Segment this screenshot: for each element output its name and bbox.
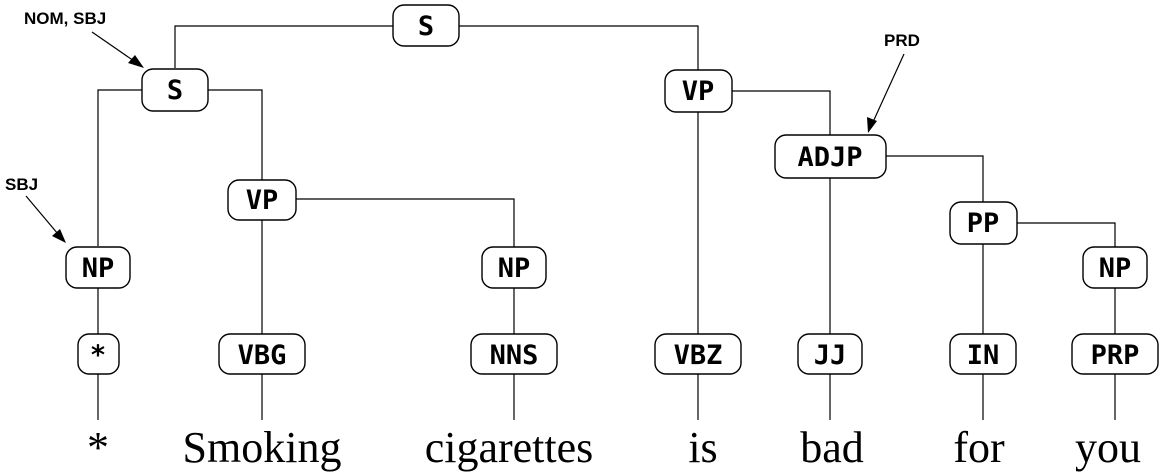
node-label: PP <box>967 208 1000 239</box>
word-for: for <box>953 423 1005 472</box>
node-vp-main: VP <box>664 69 733 113</box>
node-np-subj: NP <box>65 246 131 289</box>
word-cigarettes: cigarettes <box>425 423 594 472</box>
edge-adjp-to-pp <box>886 155 984 202</box>
node-label: NP <box>498 253 531 284</box>
word-star: * <box>87 423 109 472</box>
node-in: IN <box>949 333 1017 375</box>
node-label: * <box>90 340 106 371</box>
func-label-sbj: SBJ <box>5 175 38 194</box>
node-label: ADJP <box>797 142 862 173</box>
edge-s-root-to-s-sub <box>174 25 393 68</box>
node-adjp: ADJP <box>774 134 887 179</box>
tree-edges <box>97 25 1116 420</box>
node-label: IN <box>967 340 1000 371</box>
arrowhead-sbj <box>52 229 66 243</box>
node-s-root: S <box>392 4 460 47</box>
node-label: NNS <box>490 340 539 371</box>
arrowhead-prd <box>867 117 877 133</box>
node-star-tag: * <box>77 333 120 375</box>
node-s-sub: S <box>141 68 209 112</box>
arrow-prd <box>872 53 905 123</box>
node-label: VBZ <box>674 340 723 371</box>
node-nns: NNS <box>470 333 558 375</box>
node-label: NP <box>1099 253 1132 284</box>
node-label: NP <box>82 253 115 284</box>
node-label: S <box>167 75 183 106</box>
arrow-sbj <box>25 195 59 235</box>
word-you: you <box>1075 423 1141 472</box>
edge-pp-to-np-you <box>1017 222 1116 247</box>
node-vp-smoking: VP <box>227 179 297 221</box>
edge-s-sub-to-np-subj <box>97 89 142 246</box>
edge-s-root-to-vp-main <box>459 25 699 70</box>
word-is: is <box>688 423 717 472</box>
function-annotations: NOM, SBJ SBJ PRD <box>5 9 920 243</box>
word-bad: bad <box>800 423 864 472</box>
edge-s-sub-to-vp-smoking <box>208 89 263 180</box>
node-label: S <box>418 11 434 42</box>
arrowhead-nom-sbj <box>128 55 144 68</box>
word-smoking: Smoking <box>183 423 342 472</box>
edge-vp-main-to-adjp <box>732 90 831 135</box>
func-label-nom-sbj: NOM, SBJ <box>24 9 106 28</box>
edge-vp-smoking-to-np-obj <box>296 198 515 247</box>
node-vbg: VBG <box>218 333 306 375</box>
node-vbz: VBZ <box>654 333 742 375</box>
sentence-words: * Smoking cigarettes is bad for you <box>87 423 1141 472</box>
node-label: VBG <box>238 340 287 371</box>
node-label: VP <box>246 185 279 216</box>
node-jj: JJ <box>797 333 863 375</box>
arrow-nom-sbj <box>91 31 135 62</box>
node-pp: PP <box>949 201 1018 245</box>
node-label: JJ <box>814 340 847 371</box>
node-label: VP <box>682 76 715 107</box>
node-np-you: NP <box>1082 246 1148 289</box>
node-label: PRP <box>1091 340 1140 371</box>
node-np-obj: NP <box>481 246 547 289</box>
node-prp: PRP <box>1071 333 1159 375</box>
tree-nodes: S S NP * VP VBG NP NNS <box>65 4 1159 375</box>
func-label-prd: PRD <box>884 31 920 50</box>
